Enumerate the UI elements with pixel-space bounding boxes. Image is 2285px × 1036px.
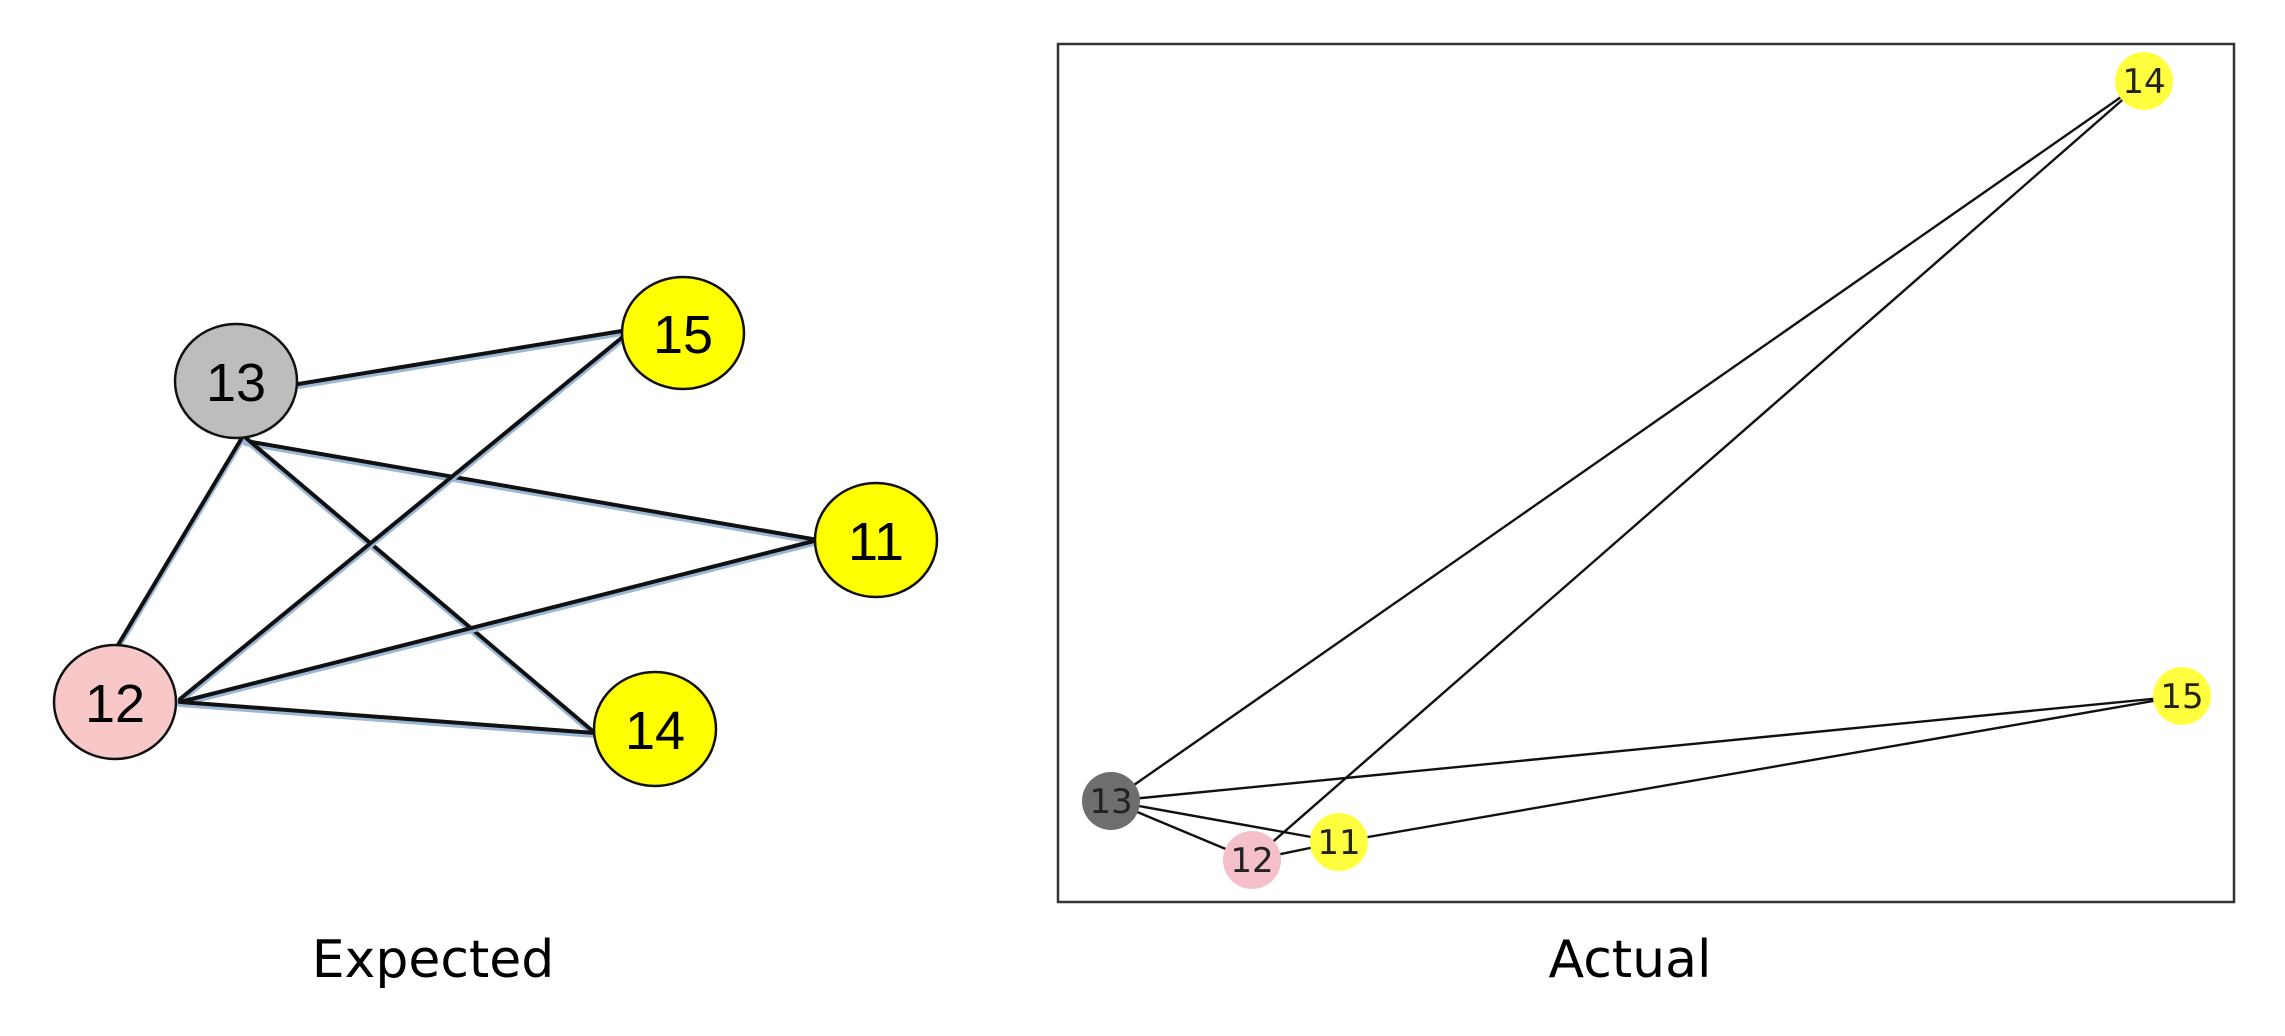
- expected-edge-13-12: [116, 434, 245, 647]
- actual-node-11: 11: [1310, 813, 1368, 871]
- expected-node-circle-11: [813, 481, 939, 599]
- actual-caption: Actual: [1548, 930, 1712, 990]
- expected-node-label-15: 15: [653, 305, 713, 365]
- actual-edge-13-11: [1109, 799, 1341, 844]
- actual-node-13: 13: [1082, 772, 1140, 830]
- actual-edge-13-15: [1109, 694, 2184, 803]
- expected-node-13: 13: [173, 322, 299, 440]
- actual-node-label-14: 14: [2122, 62, 2165, 102]
- actual-node-circle-12: [1223, 831, 1281, 889]
- expected-node-15: 15: [620, 275, 746, 391]
- actual-node-circle-13: [1082, 772, 1140, 830]
- expected-nodes: 13 15 11 12 14: [52, 275, 939, 788]
- actual-plot-frame: [1056, 42, 2236, 904]
- expected-caption: Expected: [311, 930, 555, 990]
- actual-edges: [1109, 79, 2184, 862]
- expected-edge-12-15: [178, 329, 632, 701]
- actual-node-circle-15: [2153, 667, 2211, 725]
- actual-node-12: 12: [1223, 831, 1281, 889]
- actual-edge-11-15: [1337, 694, 2184, 844]
- expected-edge-13-15: [290, 328, 630, 387]
- expected-node-11: 11: [813, 481, 939, 599]
- expected-node-label-13: 13: [206, 353, 266, 413]
- actual-edge-13-14: [1109, 79, 2146, 803]
- expected-edge-13-14: [244, 436, 597, 735]
- expected-node-circle-12: [52, 643, 178, 761]
- actual-node-label-12: 12: [1230, 841, 1273, 881]
- actual-node-circle-11: [1310, 813, 1368, 871]
- actual-nodes: 14 15 13 12 11: [1082, 52, 2211, 889]
- actual-node-15: 15: [2153, 667, 2211, 725]
- expected-node-label-11: 11: [848, 512, 904, 572]
- actual-node-label-15: 15: [2160, 677, 2203, 717]
- expected-node-12: 12: [52, 643, 178, 761]
- expected-node-circle-14: [592, 670, 718, 788]
- actual-node-label-11: 11: [1317, 823, 1360, 863]
- expected-node-circle-15: [620, 275, 746, 391]
- expected-edge-13-11: [244, 439, 820, 542]
- expected-node-label-14: 14: [625, 701, 685, 761]
- actual-node-circle-14: [2115, 52, 2173, 110]
- actual-edge-12-14: [1250, 79, 2146, 862]
- expected-edge-12-14: [178, 700, 597, 735]
- expected-edge-12-11: [178, 538, 820, 704]
- expected-edges: [115, 328, 821, 738]
- expected-node-14: 14: [592, 670, 718, 788]
- actual-node-label-13: 13: [1089, 782, 1132, 822]
- expected-graph-panel: 13 15 11 12 14: [52, 275, 939, 788]
- actual-node-14: 14: [2115, 52, 2173, 110]
- expected-node-circle-13: [173, 322, 299, 440]
- expected-node-label-12: 12: [85, 674, 145, 734]
- actual-graph-panel: 14 15 13 12 11: [1056, 42, 2236, 904]
